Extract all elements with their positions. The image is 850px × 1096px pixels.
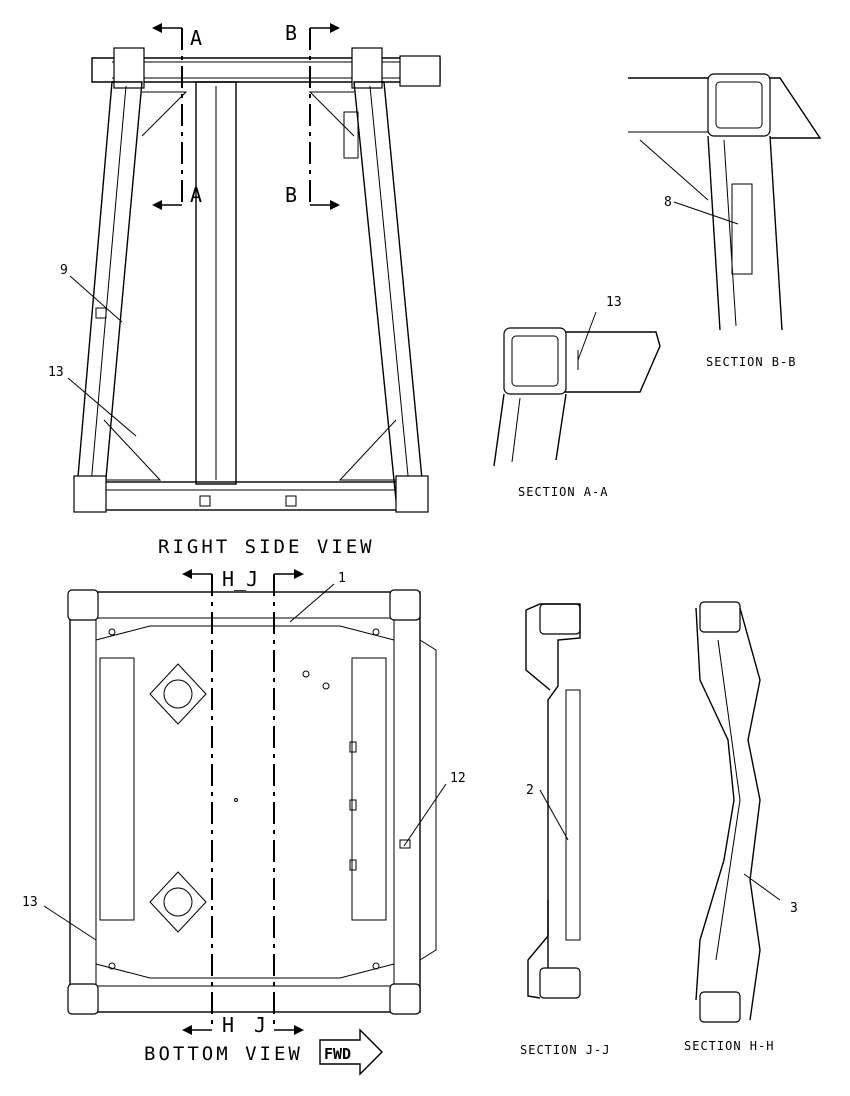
callouts-right-side: 9 13 (48, 263, 137, 437)
callout-2: 2 (526, 783, 534, 798)
cut-label-a-top: A (190, 26, 202, 50)
callout-3: 3 (790, 901, 798, 916)
section-aa-title: SECTION A-A (518, 485, 608, 499)
fwd-arrow: FWD (319, 1028, 383, 1076)
callout-13-aa: 13 (606, 295, 622, 310)
bottom-view-title: BOTTOM VIEW (144, 1043, 303, 1065)
callout-12: 12 (450, 771, 466, 786)
callout-9: 9 (60, 263, 68, 278)
section-hh-title: SECTION H-H (684, 1039, 774, 1053)
section-jj-title: SECTION J-J (520, 1043, 610, 1057)
section-bb-title: SECTION B-B (706, 355, 796, 369)
callout-13-side: 13 (48, 365, 64, 380)
section-hh-drawing: 3 (695, 601, 798, 1023)
section-cut-lines-ab: A A B B (152, 21, 340, 210)
callouts-bottom: 1 12 13 (22, 571, 466, 941)
cut-label-h: H (222, 1013, 234, 1037)
fwd-label: FWD (324, 1045, 351, 1063)
right-side-view (73, 47, 441, 513)
cut-label-a-bottom: A (190, 183, 202, 207)
callout-1: 1 (338, 571, 346, 586)
callout-8: 8 (664, 195, 672, 210)
section-bb-drawing: 8 (628, 73, 822, 331)
cut-label-j: J (254, 1013, 266, 1037)
section-jj-drawing: 2 (525, 603, 581, 999)
bottom-view (67, 589, 437, 1015)
section-cut-lines-hj: H_J H J (182, 567, 304, 1037)
cut-label-hj: H_J (222, 567, 258, 591)
callout-13-bottom: 13 (22, 895, 38, 910)
section-aa-drawing: 13 (493, 295, 661, 467)
cut-label-b-top: B (285, 21, 297, 45)
cut-label-b-bottom: B (285, 183, 297, 207)
right-side-view-title: RIGHT SIDE VIEW (158, 536, 375, 558)
